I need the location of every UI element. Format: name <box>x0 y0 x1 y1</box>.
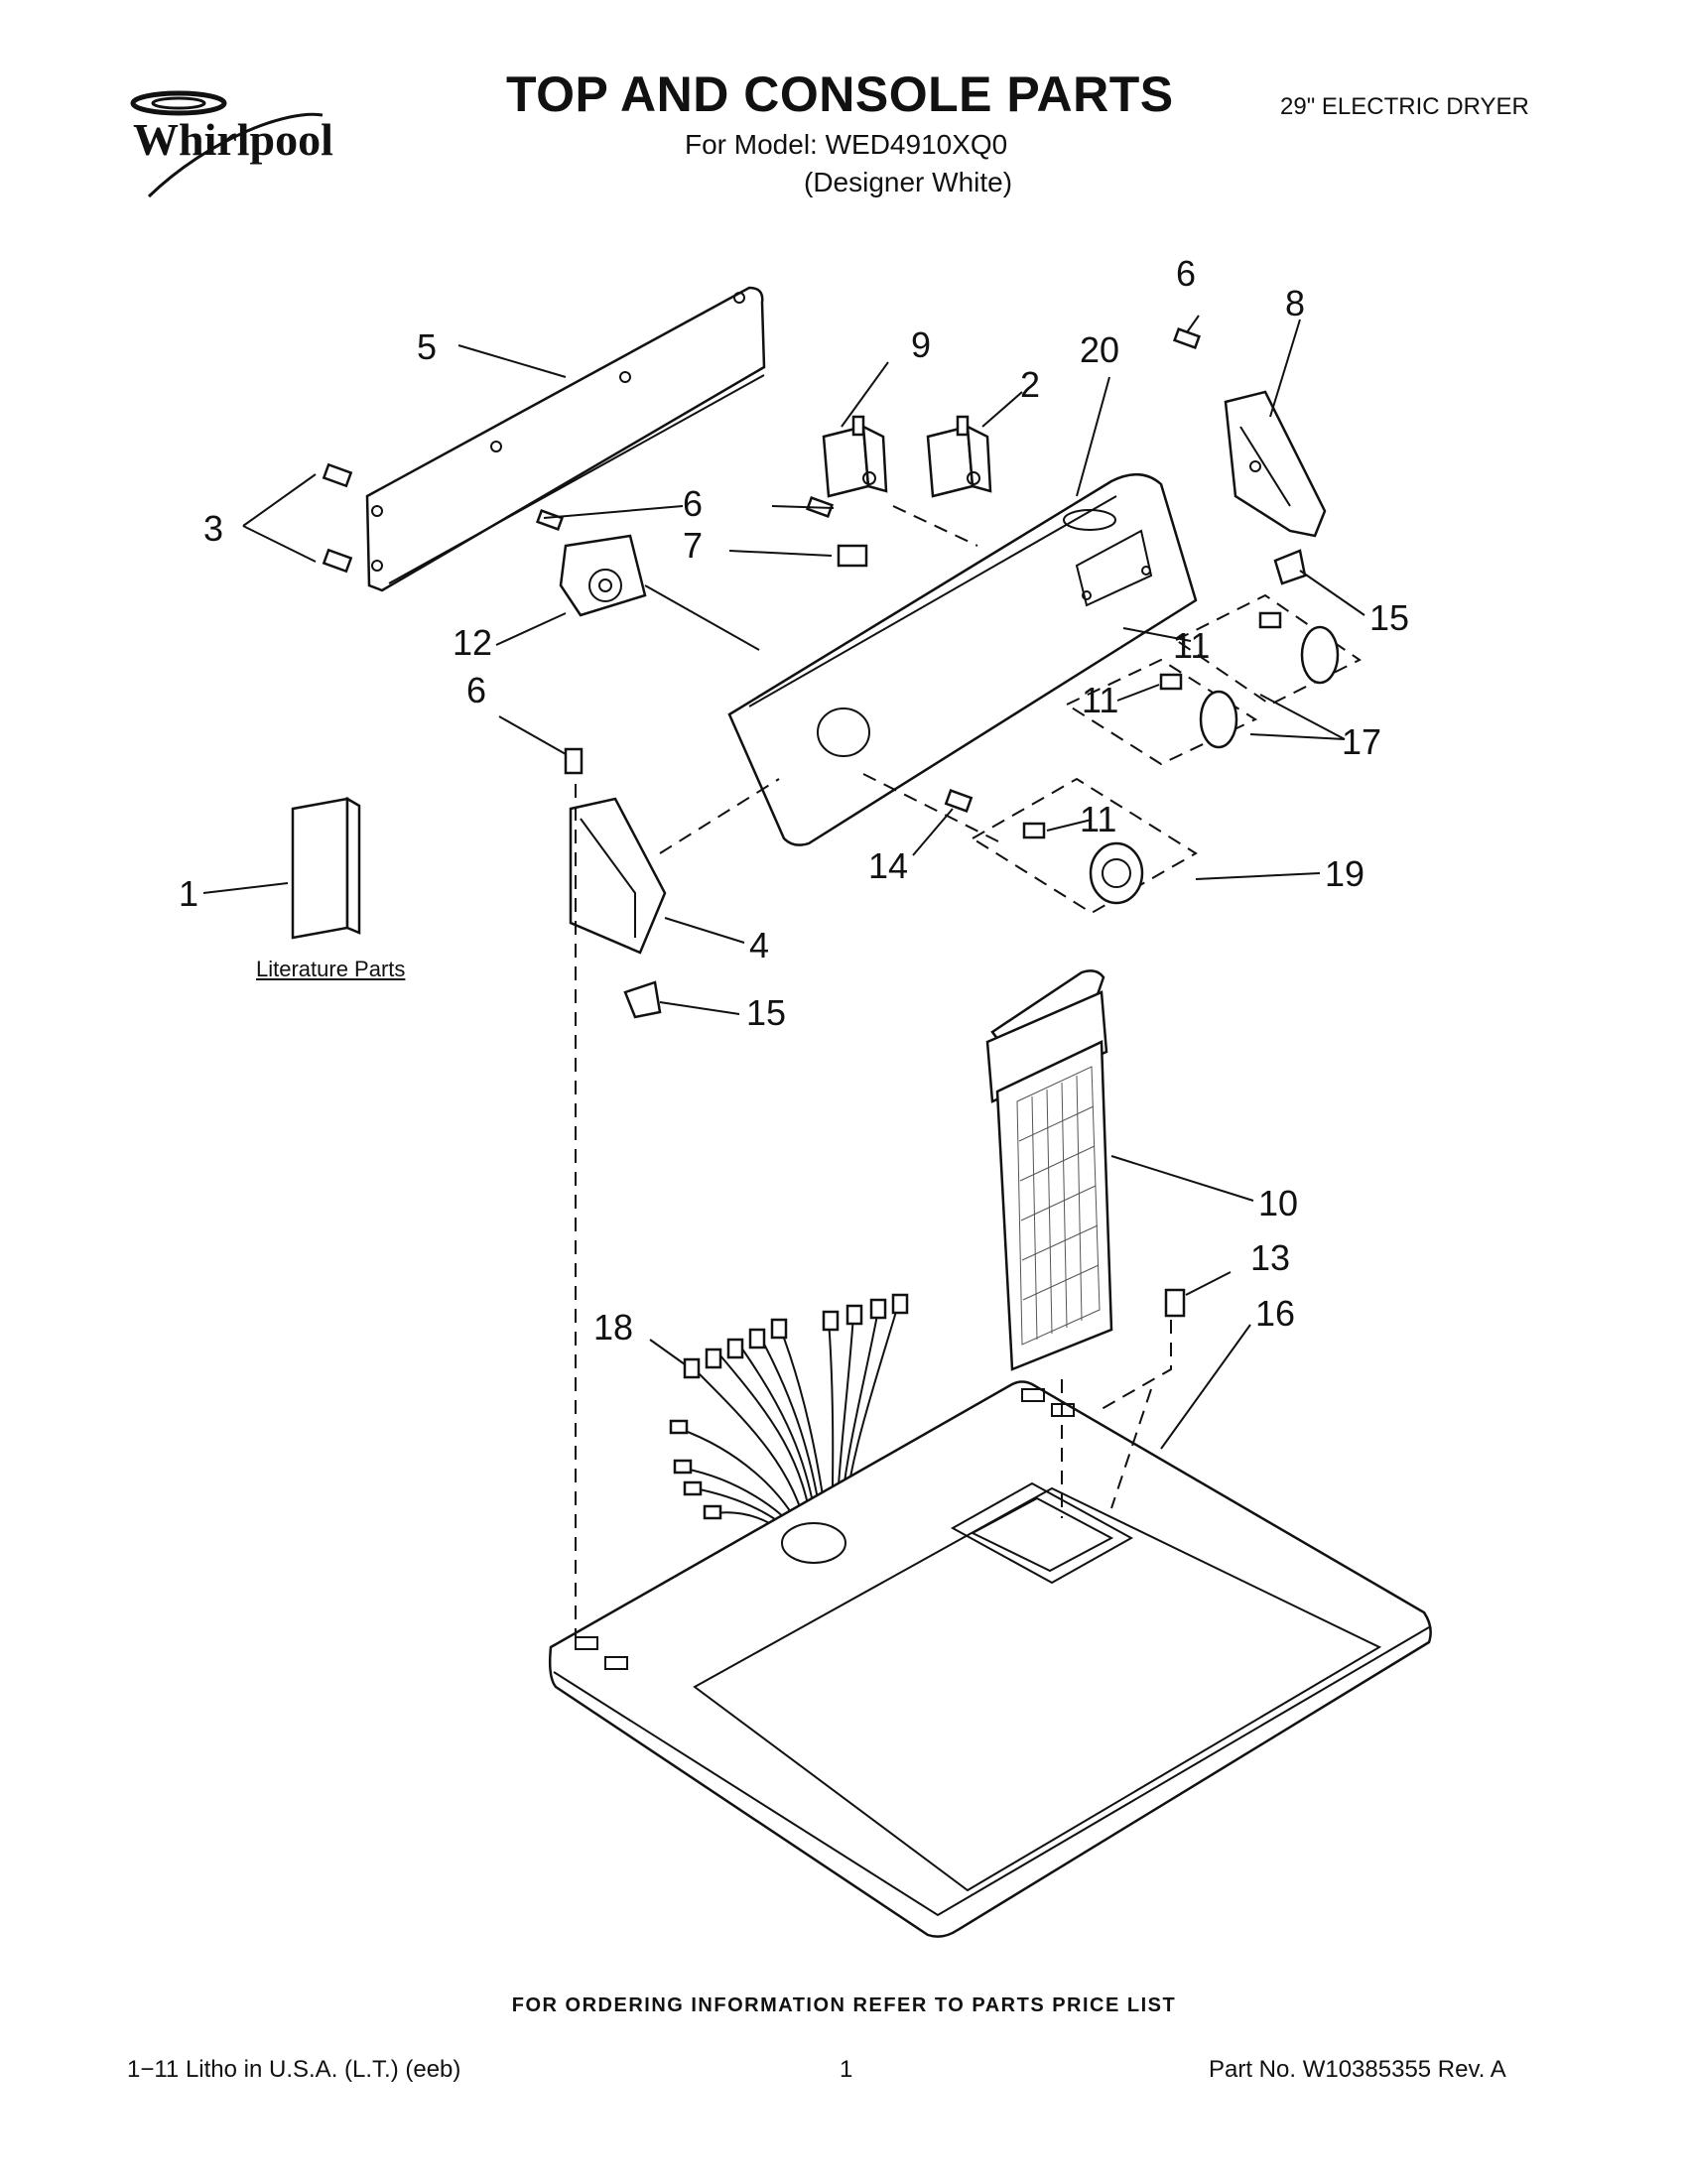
part-timer <box>559 534 760 651</box>
callout-12: 12 <box>453 622 492 663</box>
callout-15-lower: 15 <box>746 992 786 1033</box>
part-clip-lower <box>623 980 662 1019</box>
callout-4: 4 <box>749 925 769 965</box>
page-title: TOP AND CONSOLE PARTS <box>506 66 1174 122</box>
callout-11-a: 11 <box>1173 625 1210 666</box>
callout-16: 16 <box>1255 1293 1295 1334</box>
product-type: 29" ELECTRIC DRYER <box>1280 93 1529 120</box>
callout-5: 5 <box>417 326 437 367</box>
callout-9: 9 <box>911 324 931 365</box>
knob-kits <box>971 593 1362 915</box>
assembly-lines <box>575 505 1172 1647</box>
callout-11-c: 11 <box>1080 799 1116 839</box>
part-clip <box>837 544 868 568</box>
part-rear-bracket <box>365 286 766 592</box>
callout-15-upper: 15 <box>1369 597 1409 638</box>
litho-info: 1−11 Litho in U.S.A. (L.T.) (eeb) <box>127 2056 461 2083</box>
part-end-cap <box>569 797 667 955</box>
callout-13: 13 <box>1250 1237 1290 1278</box>
part-literature <box>291 796 361 940</box>
callout-3: 3 <box>203 508 223 549</box>
callout-19: 19 <box>1325 853 1364 894</box>
brand-wordmark: Whirlpool <box>133 114 333 165</box>
callout-2: 2 <box>1020 364 1040 405</box>
callout-6: 6 <box>1176 253 1196 294</box>
page-number: 1 <box>840 2056 853 2083</box>
part-top-panel <box>548 1380 1432 1938</box>
model-line: For Model: WED4910XQ0 <box>685 129 1008 160</box>
part-lint-screen <box>985 969 1113 1371</box>
ordering-note: FOR ORDERING INFORMATION REFER TO PARTS … <box>511 1994 1177 2016</box>
part-switches <box>822 415 992 498</box>
callout-1: 1 <box>179 873 198 914</box>
callout-14: 14 <box>868 845 908 886</box>
part-screw-lower <box>564 747 584 775</box>
part-screw-screen <box>1164 1288 1186 1318</box>
variant-line: (Designer White) <box>804 167 1013 197</box>
callout-6-lower: 6 <box>466 670 486 710</box>
callout-10: 10 <box>1258 1183 1298 1223</box>
part-number: Part No. W10385355 Rev. A <box>1209 2056 1506 2083</box>
part-clip-upper <box>1273 549 1307 585</box>
part-screws <box>322 462 353 574</box>
exploded-parts-diagram: 6 8 5 9 20 2 3 6 7 15 12 11 6 11 17 11 1… <box>179 253 1432 1938</box>
callout-20: 20 <box>1080 329 1119 370</box>
callout-18: 18 <box>593 1307 633 1348</box>
callout-17: 17 <box>1342 721 1381 762</box>
whirlpool-logo: Whirlpool <box>130 90 333 198</box>
callout-8: 8 <box>1285 283 1305 323</box>
callout-6-mid: 6 <box>683 483 703 524</box>
part-side-bracket <box>1224 390 1327 538</box>
callout-11-b: 11 <box>1082 680 1118 720</box>
part-console-panel <box>727 473 1198 846</box>
literature-parts-label: Literature Parts <box>256 957 406 981</box>
part-screw-left <box>536 508 564 532</box>
callout-7: 7 <box>683 525 703 566</box>
part-screw-knob <box>944 789 974 813</box>
callout-labels: 6 8 5 9 20 2 3 6 7 15 12 11 6 11 17 11 1… <box>179 253 1409 1348</box>
leader-lines <box>202 315 1365 1450</box>
part-screw-top <box>1173 326 1201 350</box>
